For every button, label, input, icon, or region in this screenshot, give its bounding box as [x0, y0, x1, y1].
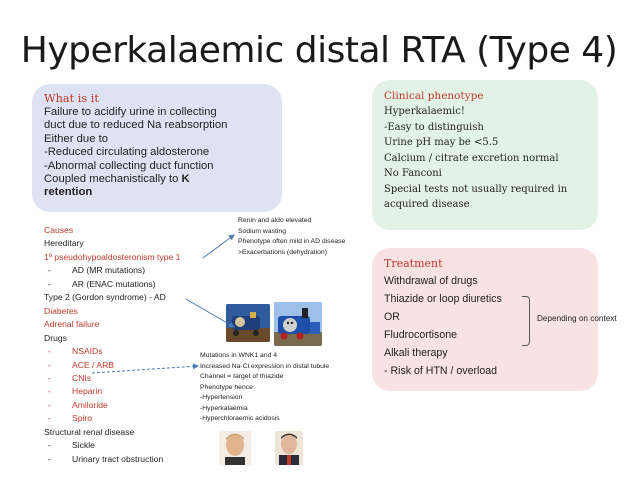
- drug-amiloride: - Amiloride: [44, 399, 244, 412]
- clinical-line-3: Urine pH may be <5.5: [384, 137, 499, 148]
- wnk-line: Mutations in WNK1 and 4: [200, 352, 278, 359]
- dash: -: [48, 386, 51, 397]
- treatment-heading: Treatment: [384, 257, 443, 270]
- coupled-text: Coupled mechanistically to: [44, 173, 179, 186]
- structural-obstruction: - Urinary tract obstruction: [44, 453, 244, 466]
- treatment-box: Treatment Withdrawal of drugs Thiazide o…: [372, 248, 598, 391]
- drug-spiro: - Spiro: [44, 412, 244, 425]
- dash: -: [48, 359, 51, 370]
- cause-adrenal: Adrenal failure: [44, 319, 100, 330]
- dash: -: [48, 278, 51, 289]
- treatment-line-1: Withdrawal of drugs: [384, 275, 478, 287]
- wnk-line: -Hyperkalaemia: [200, 404, 248, 412]
- drug-cnis: - CNIs: [44, 372, 244, 385]
- drug-ace-arb: - ACE / ARB: [44, 359, 244, 372]
- what-line-1: Failure to acidify urine in collecting: [44, 106, 217, 118]
- clinical-line-2: -Easy to distinguish: [384, 121, 484, 133]
- dash: -: [48, 346, 51, 357]
- wnk-line: Channel = target of thiazide: [200, 373, 284, 380]
- drug-text: ACE / ARB: [72, 359, 115, 370]
- cause-hereditary: Hereditary: [44, 238, 84, 249]
- what-line-6: Coupled mechanistically to K: [44, 173, 270, 186]
- drug-text: NSAIDs: [72, 346, 103, 357]
- what-line-4: -Reduced circulating aldosterone: [44, 146, 210, 159]
- dash: -: [48, 440, 51, 451]
- gordon-brown-portrait-image: [275, 431, 303, 465]
- cause-ar-enac: - AR (ENAC mutations): [44, 278, 244, 291]
- slide-title: Hyperkalaemic distal RTA (Type 4): [20, 30, 618, 71]
- treatment-line-4: Fludrocortisone: [384, 329, 458, 341]
- renin-line: Sodium wasting: [238, 227, 286, 235]
- cause-drugs: Drugs: [44, 332, 67, 343]
- treatment-line-2: Thiazide or loop diuretics: [384, 293, 502, 305]
- drug-heparin: - Heparin: [44, 385, 244, 398]
- wnk-mutation-note: Mutations in WNK1 and 4 Increased Na-Cl …: [200, 351, 329, 425]
- dash: -: [48, 399, 51, 410]
- wnk-line: Phenotype hence: [200, 383, 253, 391]
- clinical-line-4: Calcium / citrate excretion normal: [384, 152, 559, 164]
- treatment-line-6: - Risk of HTN / overload: [384, 365, 498, 377]
- cause-pha1: 1º pseudohypoaldosteronism type 1: [44, 251, 181, 262]
- wnk-line: Increased Na-Cl expression in distal tub…: [200, 362, 330, 370]
- depending-on-context-note: Depending on context: [537, 314, 617, 323]
- drug-nsaids: - NSAIDs: [44, 345, 244, 358]
- wnk-line: -Hypertension: [200, 394, 243, 401]
- causes-list: Causes Hereditary 1º pseudohypoaldostero…: [44, 224, 244, 466]
- dash: -: [48, 372, 51, 383]
- bold-retention: retention: [44, 186, 93, 199]
- cause-ad-mr-text: AD (MR mutations): [72, 265, 146, 276]
- dash: -: [48, 265, 51, 276]
- treatment-line-5: Alkali therapy: [384, 347, 448, 359]
- clinical-phenotype-box: Clinical phenotype Hyperkalaemic! -Easy …: [372, 80, 598, 230]
- clinical-line-6: Special tests not usually required in: [384, 183, 568, 195]
- clinical-line-1: Hyperkalaemic!: [384, 106, 465, 117]
- causes-heading: Causes: [44, 225, 74, 235]
- structural-sickle: - Sickle: [44, 439, 244, 452]
- structural-text: Sickle: [72, 440, 95, 451]
- wnk-line: -Hyperchloraemic acidosis: [200, 415, 280, 422]
- what-is-it-heading: What is it: [44, 92, 99, 105]
- drug-text: CNIs: [72, 372, 92, 383]
- cause-ad-mr: - AD (MR mutations): [44, 264, 244, 277]
- dash: -: [48, 453, 51, 464]
- renin-line: Renin and aldo elevated: [238, 217, 312, 224]
- clinical-line-5: No Fanconi: [384, 168, 442, 179]
- structural-text: Urinary tract obstruction: [72, 453, 164, 464]
- gordon-train-image: [274, 302, 322, 346]
- drug-text: Spiro: [72, 413, 93, 424]
- drug-text: Heparin: [72, 386, 103, 397]
- cause-type2: Type 2 (Gordon syndrome) - AD: [44, 292, 166, 303]
- drug-text: Amiloride: [72, 399, 108, 410]
- gordon-train-poster-image: [226, 304, 270, 342]
- clinical-heading: Clinical phenotype: [384, 90, 484, 102]
- what-line-3: Either due to: [44, 132, 109, 145]
- cause-diabetes: Diabetes: [44, 305, 78, 316]
- renin-line: Phenotype often mild in AD disease: [238, 238, 346, 245]
- treatment-bracket: [522, 296, 530, 346]
- treatment-line-3: OR: [384, 311, 400, 323]
- clinical-line-7: acquired disease: [384, 199, 470, 210]
- dash: -: [48, 413, 51, 424]
- renin-aldo-note: Renin and aldo elevated Sodium wasting P…: [238, 216, 345, 258]
- cause-ar-enac-text: AR (ENAC mutations): [72, 278, 156, 289]
- what-is-it-box: What is it Failure to acidify urine in c…: [32, 84, 282, 212]
- cause-structural: Structural renal disease: [44, 426, 135, 437]
- renin-line: >Exacerbations (dehydration): [238, 248, 327, 256]
- what-line-5: -Abnormal collecting duct function: [44, 159, 214, 172]
- gordon-portrait-image: [219, 431, 251, 465]
- bold-k: K: [181, 173, 190, 186]
- what-line-2: duct due to reduced Na reabsorption: [44, 119, 228, 132]
